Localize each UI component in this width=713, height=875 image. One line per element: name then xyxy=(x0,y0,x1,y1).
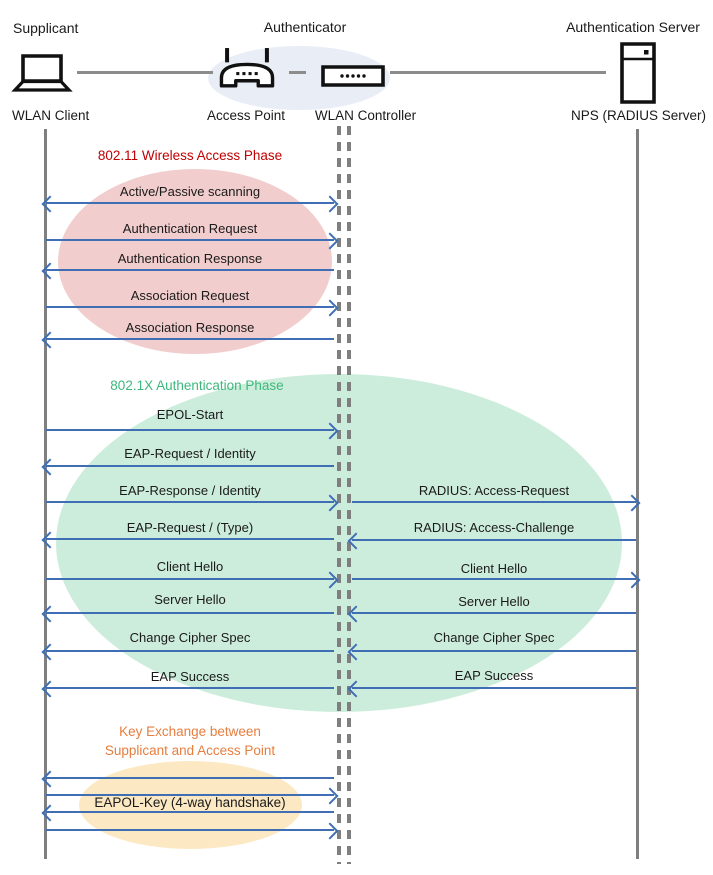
arrow-active-passive-scanning xyxy=(46,202,334,204)
message-label-authentication-request: Authentication Request xyxy=(122,221,258,236)
arrow-eapol-key-msg4 xyxy=(46,829,334,831)
arrow-radius-access-request xyxy=(352,501,636,503)
message-label-association-response: Association Response xyxy=(125,320,255,335)
arrow-eap-success-left xyxy=(46,687,334,689)
arrow-eapol-key-msg2 xyxy=(46,794,334,796)
arrow-association-request xyxy=(46,306,334,308)
arrow-eap-response-identity xyxy=(46,501,334,503)
arrow-association-response xyxy=(46,338,334,340)
wlan-client-label: WLAN Client xyxy=(12,108,90,123)
message-label-radius-access-challenge: RADIUS: Access-Challenge xyxy=(413,520,575,535)
message-label-association-request: Association Request xyxy=(130,288,250,303)
message-label-eap-request-identity: EAP-Request / Identity xyxy=(124,446,256,461)
message-label-client-hello-left: Client Hello xyxy=(156,559,224,574)
nps-radius-server-label: NPS (RADIUS Server) xyxy=(570,108,707,123)
arrow-server-hello-left xyxy=(46,612,334,614)
message-label-epol-start: EPOL-Start xyxy=(156,407,224,422)
access-point-label: Access Point xyxy=(206,108,286,123)
phase3-ellipse xyxy=(79,761,302,849)
message-label-server-hello-left: Server Hello xyxy=(154,592,226,607)
message-label-client-hello-right: Client Hello xyxy=(460,561,528,576)
arrow-server-hello-right xyxy=(352,612,636,614)
arrow-eap-success-right xyxy=(352,687,636,689)
laptop-icon xyxy=(11,53,73,93)
arrow-eap-request-identity xyxy=(46,465,334,467)
arrow-eapol-key-msg1 xyxy=(46,777,334,779)
controller-lifeline-dashed-1 xyxy=(337,126,341,864)
message-label-change-cipher-spec-right: Change Cipher Spec xyxy=(433,630,555,645)
arrow-epol-start xyxy=(46,429,334,431)
arrow-radius-access-challenge xyxy=(352,539,636,541)
arrow-client-hello-left xyxy=(46,578,334,580)
phase3-title-line2: Supplicant and Access Point xyxy=(104,743,276,758)
message-label-eap-response-identity: EAP-Response / Identity xyxy=(119,483,261,498)
arrow-change-cipher-spec-right xyxy=(352,650,636,652)
wlan-controller-label: WLAN Controller xyxy=(314,108,417,123)
message-label-eap-success-left: EAP Success xyxy=(150,669,230,684)
supplicant-role-label: Supplicant xyxy=(13,20,79,36)
phase3-title: Key Exchange between Supplicant and Acce… xyxy=(40,722,340,760)
arrow-authentication-response xyxy=(46,269,334,271)
arrow-change-cipher-spec-left xyxy=(46,650,334,652)
authentication-server-role-label: Authentication Server xyxy=(566,19,700,35)
phase3-title-line1: Key Exchange between xyxy=(119,724,261,739)
access-point-icon xyxy=(218,46,276,93)
server-icon xyxy=(619,42,657,104)
message-label-authentication-response: Authentication Response xyxy=(117,251,263,266)
wlan-client-lifeline xyxy=(44,129,47,859)
phase2-title: 802.1X Authentication Phase xyxy=(110,378,284,393)
message-label-eap-request-type: EAP-Request / (Type) xyxy=(126,520,254,535)
controller-lifeline-dashed-2 xyxy=(347,126,351,864)
message-label-eap-success-right: EAP Success xyxy=(454,668,534,683)
connector-client-ap xyxy=(77,71,213,74)
connector-controller-server xyxy=(390,71,606,74)
connector-ap-controller xyxy=(289,71,306,74)
message-label-radius-access-request: RADIUS: Access-Request xyxy=(418,483,570,498)
authenticator-role-label: Authenticator xyxy=(263,19,347,35)
wlan-controller-icon xyxy=(321,65,385,87)
arrow-eapol-key-msg3 xyxy=(46,811,334,813)
radius-server-lifeline xyxy=(636,129,639,859)
message-label-eapol-key: EAPOL-Key (4-way handshake) xyxy=(94,795,286,810)
arrow-client-hello-right xyxy=(352,578,636,580)
phase1-title: 802.11 Wireless Access Phase xyxy=(97,148,283,163)
message-label-active-passive-scanning: Active/Passive scanning xyxy=(119,184,261,199)
message-label-server-hello-right: Server Hello xyxy=(458,594,530,609)
arrow-eap-request-type xyxy=(46,538,334,540)
arrow-authentication-request xyxy=(46,239,334,241)
message-label-change-cipher-spec-left: Change Cipher Spec xyxy=(129,630,251,645)
phase1-ellipse xyxy=(58,169,332,354)
